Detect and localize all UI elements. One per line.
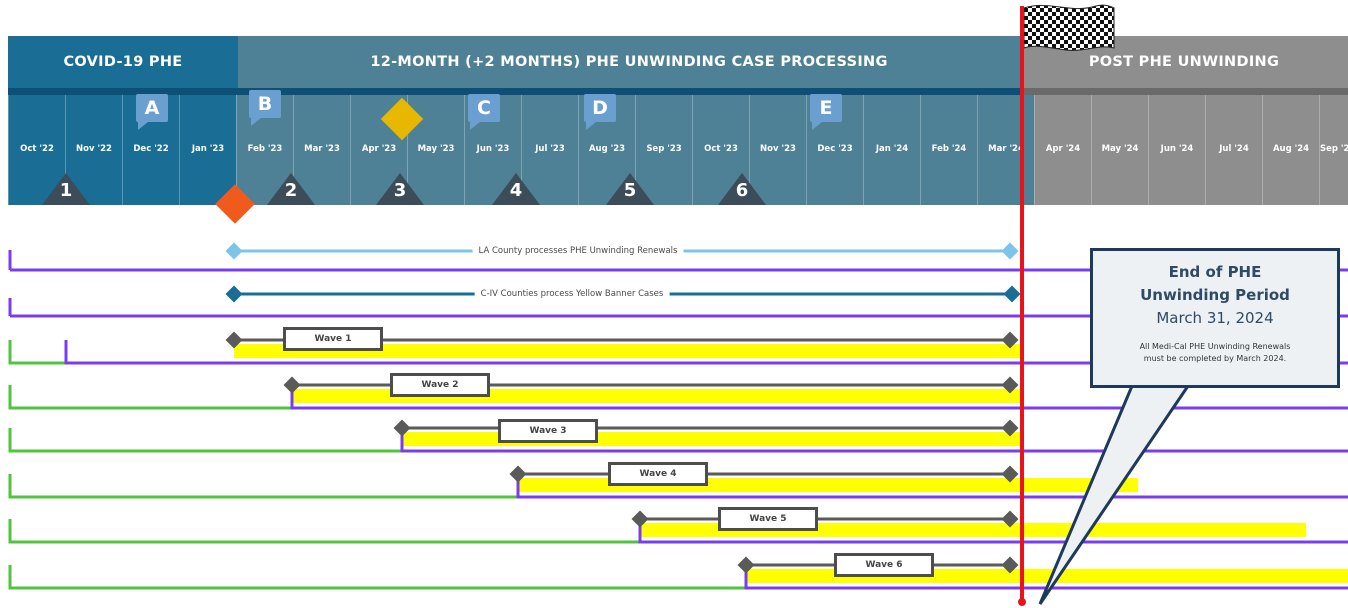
- month-label: Feb '23: [247, 144, 283, 154]
- milestone-3-label: 3: [393, 180, 407, 201]
- callout-c: C: [468, 94, 500, 130]
- month-label: Jun '23: [476, 144, 510, 154]
- wave-1-green-line: [8, 340, 66, 365]
- month-label: May '24: [1101, 144, 1139, 154]
- month-cell: Jan '24: [863, 95, 920, 205]
- wave-2-box: Wave 2: [390, 373, 490, 397]
- wave-3-start-diamond: [393, 419, 411, 437]
- wave-4-start-diamond: [509, 465, 527, 483]
- wave-4-end-diamond: [1001, 465, 1019, 483]
- month-label: Nov '23: [760, 144, 796, 154]
- phase-covid-header: COVID-19 PHE: [8, 36, 238, 88]
- month-label: Apr '23: [361, 144, 397, 154]
- month-cell: Feb '24: [920, 95, 977, 205]
- wave-3-box: Wave 3: [498, 419, 598, 443]
- month-label: Dec '22: [133, 144, 169, 154]
- wave-6-box: Wave 6: [834, 553, 934, 577]
- month-cell: Sep '24: [1319, 95, 1348, 205]
- callout-note-line2: must be completed by March 2024.: [1143, 354, 1287, 363]
- wave-2-green-line: [8, 385, 292, 410]
- wave-2-end-diamond: [1001, 376, 1019, 394]
- milestone-1-label: 1: [59, 180, 73, 201]
- month-label: Jul '23: [535, 144, 565, 154]
- month-cell: Jun '24: [1148, 95, 1205, 205]
- wave-3-green-line: [8, 428, 402, 453]
- wave-5-start-diamond: [631, 510, 649, 528]
- wave-5-end-diamond: [1001, 510, 1019, 528]
- callout-d: D: [584, 94, 616, 130]
- callout-a: A: [136, 94, 168, 130]
- month-cell: Jan '23: [179, 95, 236, 205]
- wave-6-green-line: [8, 565, 746, 590]
- callout-title-line2: Unwinding Period: [1140, 286, 1290, 304]
- month-label: Apr '24: [1045, 144, 1081, 154]
- month-label: Sep '24: [1320, 144, 1348, 154]
- month-label: Jan '23: [191, 144, 225, 154]
- wave-2-purple-line: [290, 389, 1348, 410]
- milestone-2-label: 2: [284, 180, 298, 201]
- month-cell: Nov '22: [65, 95, 122, 205]
- month-label: Oct '22: [20, 144, 54, 154]
- callout-title-line1: End of PHE: [1168, 263, 1262, 281]
- checkered-flag-icon: [1023, 4, 1115, 51]
- end-of-phe-callout: End of PHE Unwinding Period March 31, 20…: [1090, 248, 1340, 388]
- wave-6-end-diamond: [1001, 556, 1019, 574]
- month-cell: Sep '23: [635, 95, 692, 205]
- month-cell: Mar '24: [977, 95, 1034, 205]
- month-cell: Jul '24: [1205, 95, 1262, 205]
- month-cell: Apr '24: [1034, 95, 1091, 205]
- month-label: Oct '23: [704, 144, 738, 154]
- month-label: Dec '23: [817, 144, 853, 154]
- wave-4-purple-line: [516, 478, 1348, 499]
- wave-4-box: Wave 4: [608, 462, 708, 486]
- wave-1-box: Wave 1: [283, 327, 383, 351]
- month-label: Mar '24: [988, 144, 1024, 154]
- wave-3-yellow-bar: [402, 432, 1020, 446]
- milestone-4-label: 4: [509, 180, 523, 201]
- month-label: Jun '24: [1160, 144, 1194, 154]
- phase-unwinding-header: 12-MONTH (+2 MONTHS) PHE UNWINDING CASE …: [238, 36, 1020, 88]
- month-label: Feb '24: [931, 144, 967, 154]
- month-label: Sep '23: [646, 144, 682, 154]
- wave-2-start-diamond: [283, 376, 301, 394]
- wave-3-purple-line: [400, 432, 1348, 453]
- callout-date: March 31, 2024: [1156, 309, 1274, 327]
- month-label: Jan '24: [875, 144, 909, 154]
- phase-divider-gray: [1020, 88, 1348, 95]
- wave-6-purple-line: [744, 569, 1348, 590]
- month-cell: Aug '24: [1262, 95, 1319, 205]
- wave-1-end-diamond: [1001, 331, 1019, 349]
- month-label: Aug '23: [588, 144, 626, 154]
- wave-5-box: Wave 5: [718, 507, 818, 531]
- month-label: Aug '24: [1272, 144, 1310, 154]
- month-label: Jul '24: [1219, 144, 1249, 154]
- wave-1-start-diamond: [225, 331, 243, 349]
- callout-note-line1: All Medi-Cal PHE Unwinding Renewals: [1139, 342, 1291, 351]
- month-cell: May '24: [1091, 95, 1148, 205]
- phase-divider-blue: [8, 88, 1020, 95]
- milestone-5-label: 5: [623, 180, 637, 201]
- month-label: Nov '22: [76, 144, 112, 154]
- wave-5-green-line: [8, 519, 640, 544]
- month-label: Mar '23: [304, 144, 340, 154]
- month-label: May '23: [417, 144, 455, 154]
- la-county-label: LA County processes PHE Unwinding Renewa…: [472, 246, 684, 256]
- wave-3-end-diamond: [1001, 419, 1019, 437]
- callout-e: E: [810, 94, 842, 130]
- wave-6-start-diamond: [737, 556, 755, 574]
- phase-post-header: POST PHE UNWINDING: [1020, 36, 1348, 88]
- milestone-6-label: 6: [735, 180, 749, 201]
- civ-label: C-IV Counties process Yellow Banner Case…: [474, 289, 670, 299]
- wave-4-green-line: [8, 474, 518, 499]
- wave-5-purple-line: [638, 523, 1348, 544]
- wave-1-yellow-bar: [234, 344, 1020, 358]
- callout-b: B: [249, 90, 281, 126]
